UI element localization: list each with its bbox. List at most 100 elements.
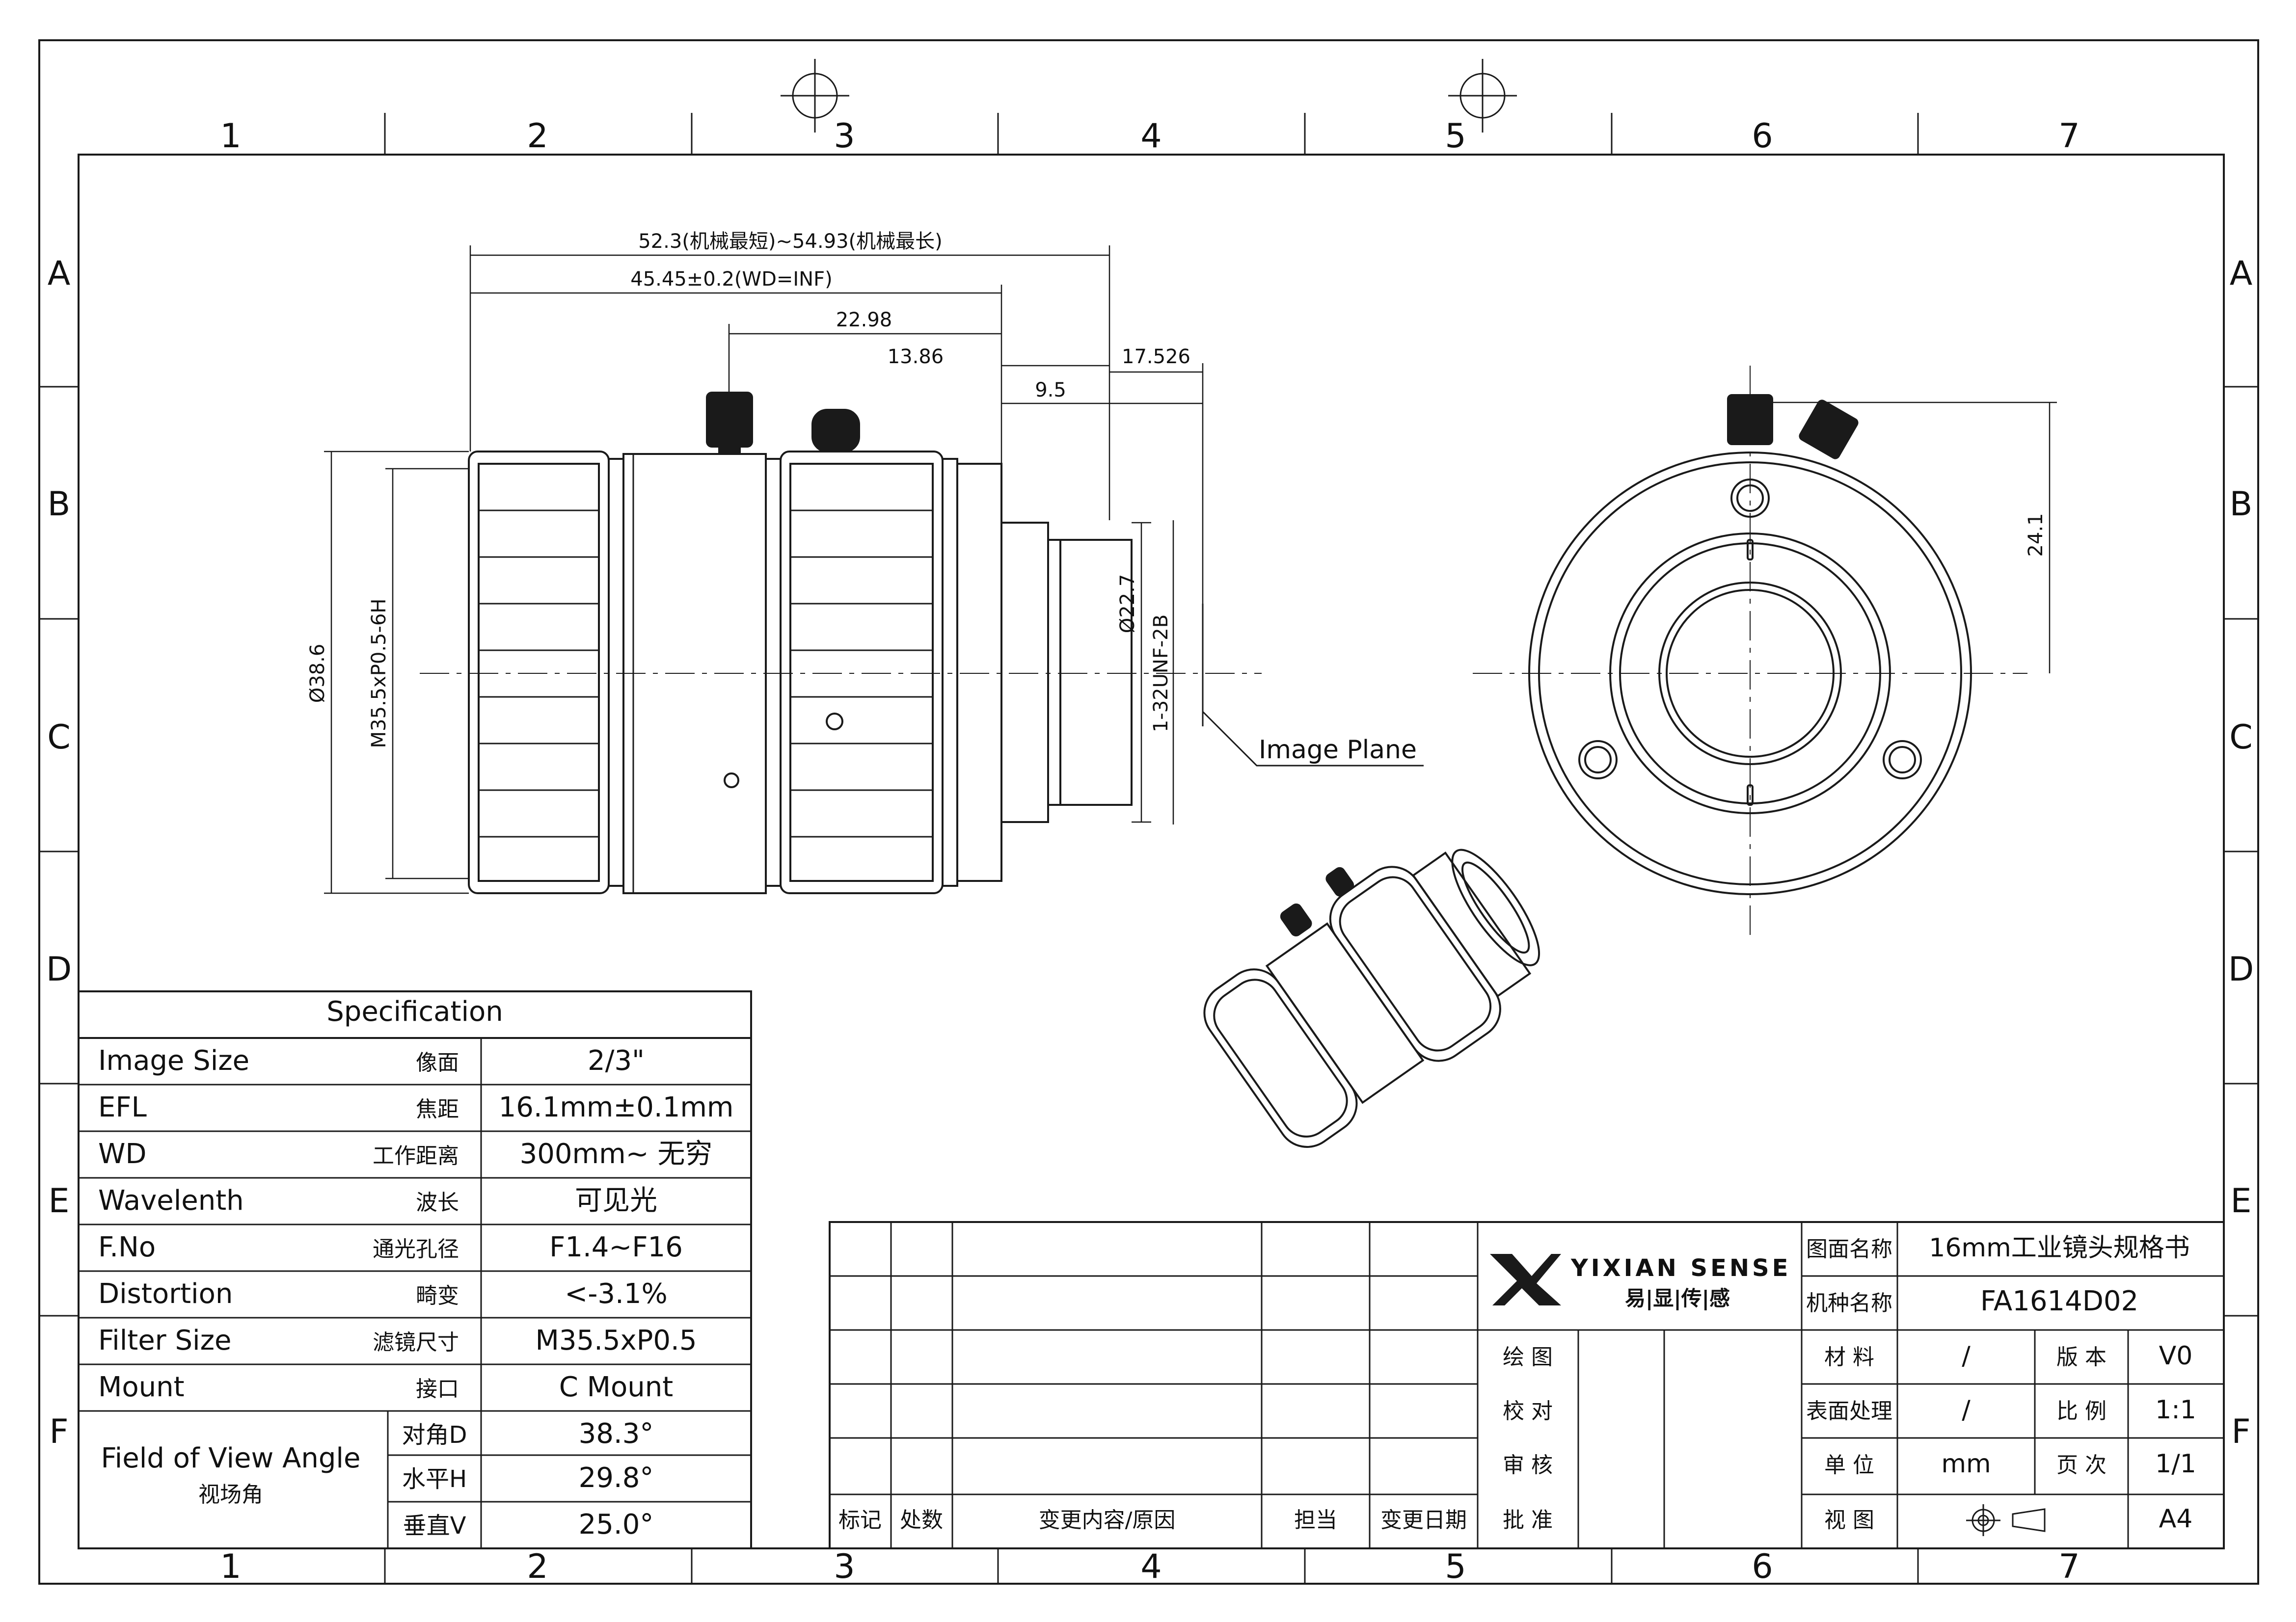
- page: 1/1: [2155, 1449, 2196, 1479]
- col-label-top: 4: [1140, 117, 1162, 156]
- row-label-right: C: [2229, 718, 2252, 757]
- lens-front-view: [1473, 366, 2027, 942]
- spec-en: Mount: [98, 1371, 185, 1403]
- spec-cn: 通光孔径: [373, 1237, 459, 1262]
- fov-value: 38.3°: [579, 1418, 654, 1450]
- lens-side-view: [420, 392, 1424, 894]
- col-label-bottom: 6: [1752, 1547, 1773, 1586]
- unit: mm: [1941, 1449, 1991, 1479]
- row-label-left: F: [49, 1412, 68, 1451]
- row-label-right: F: [2231, 1412, 2250, 1451]
- row-label-left: C: [47, 718, 70, 757]
- spec-cn: 工作距离: [373, 1143, 459, 1169]
- grid-labels: 1 2 3 4 5 6 7 1 2 3 4 5 6 7 A B C D E F …: [46, 117, 2254, 1586]
- spec-en: Distortion: [98, 1278, 233, 1310]
- spec-value: <-3.1%: [565, 1278, 667, 1310]
- dim-13-86: 13.86: [888, 346, 944, 368]
- model: FA1614D02: [1980, 1285, 2138, 1317]
- brand-name-cn: 易|显|传|感: [1625, 1286, 1730, 1310]
- spec-cn: 接口: [416, 1377, 459, 1402]
- header-date: 变更日期: [1380, 1508, 1467, 1533]
- col-label-bottom: 5: [1445, 1547, 1466, 1586]
- dim-mount-dia: Ø22.7: [1116, 574, 1139, 634]
- view-label: 视 图: [1824, 1508, 1874, 1533]
- dim-front-height: 24.1: [2025, 513, 2047, 557]
- spec-value: M35.5xP0.5: [536, 1325, 697, 1356]
- fov-sub-label: 对角D: [402, 1421, 467, 1449]
- dim-thread: M35.5xP0.5-6H: [368, 599, 390, 748]
- scale-label: 比 例: [2056, 1399, 2107, 1424]
- dim-17-526: 17.526: [1122, 346, 1190, 368]
- drawing-name-label: 图面名称: [1806, 1237, 1892, 1262]
- col-label-bottom: 7: [2058, 1547, 2080, 1586]
- fov-sub-label: 垂直V: [403, 1512, 466, 1540]
- row-label-left: A: [48, 254, 71, 293]
- spec-value: 2/3": [588, 1045, 645, 1077]
- front-screw-2: [1799, 399, 1859, 459]
- spec-title: Specification: [326, 996, 503, 1028]
- row-label-left: D: [46, 950, 72, 989]
- fov-label: Field of View Angle: [101, 1442, 361, 1474]
- spec-cn: 像面: [416, 1050, 459, 1075]
- fov-label-cn: 视场角: [198, 1482, 263, 1507]
- dimension-texts: 52.3(机械最短)~54.93(机械最长) 45.45±0.2(WD=INF)…: [306, 230, 2047, 765]
- spec-table: [78, 990, 752, 1549]
- header-content: 变更内容/原因: [1039, 1508, 1176, 1533]
- unit-label: 单 位: [1824, 1453, 1874, 1478]
- col-label-top: 6: [1752, 117, 1773, 156]
- surface-label: 表面处理: [1806, 1399, 1892, 1424]
- spec-table-text: Specification Image Size 像面 2/3" EFL 焦距 …: [98, 996, 733, 1541]
- iris-lock-screw: [811, 409, 860, 452]
- row-label-left: B: [48, 485, 71, 524]
- fov-sub-label: 水平H: [402, 1465, 467, 1493]
- spec-en: F.No: [98, 1231, 156, 1263]
- grid-ticks: [39, 113, 2258, 1584]
- header-owner: 担当: [1294, 1508, 1337, 1533]
- spec-en: Filter Size: [98, 1325, 231, 1356]
- spec-cn: 波长: [416, 1190, 459, 1215]
- fov-value: 25.0°: [579, 1509, 654, 1541]
- dim-overall: 52.3(机械最短)~54.93(机械最长): [638, 230, 943, 253]
- row-label-left: E: [49, 1182, 70, 1221]
- model-label: 机种名称: [1806, 1291, 1892, 1316]
- spec-cn: 焦距: [416, 1097, 459, 1122]
- col-label-top: 2: [527, 117, 548, 156]
- dim-length-inf: 45.45±0.2(WD=INF): [630, 268, 832, 291]
- material-label: 材 料: [1824, 1345, 1874, 1370]
- centering-mark-left: [781, 59, 849, 133]
- spec-value: 可见光: [575, 1185, 657, 1217]
- role-review: 审 核: [1503, 1453, 1553, 1478]
- header-count: 处数: [900, 1508, 943, 1533]
- material: /: [1962, 1341, 1971, 1371]
- spec-cn: 滤镜尺寸: [373, 1330, 459, 1355]
- row-label-right: D: [2228, 950, 2254, 989]
- role-draw: 绘 图: [1503, 1345, 1553, 1370]
- dim-diameter: Ø38.6: [306, 644, 329, 703]
- version-label: 版 本: [2056, 1345, 2107, 1370]
- image-plane-label: Image Plane: [1259, 735, 1417, 765]
- role-approve: 批 准: [1503, 1508, 1553, 1533]
- role-check: 校 对: [1503, 1399, 1553, 1424]
- spec-value: 16.1mm±0.1mm: [499, 1091, 734, 1123]
- drawing-name: 16mm工业镜头规格书: [1929, 1233, 2189, 1263]
- row-label-right: E: [2231, 1182, 2252, 1221]
- header-mark: 标记: [838, 1508, 882, 1533]
- col-label-top: 3: [834, 117, 855, 156]
- spec-en: Wavelenth: [98, 1185, 244, 1217]
- spec-value: F1.4~F16: [549, 1231, 683, 1263]
- version: V0: [2159, 1341, 2193, 1371]
- outer-frame: [38, 39, 2259, 1585]
- fov-value: 29.8°: [579, 1462, 654, 1494]
- brand-name: YIXIAN SENSE: [1570, 1254, 1791, 1282]
- col-label-top: 5: [1445, 117, 1466, 156]
- col-label-top: 7: [2058, 117, 2080, 156]
- surface: /: [1962, 1395, 1971, 1425]
- paper-size: A4: [2159, 1504, 2193, 1534]
- dim-9-5: 9.5: [1035, 379, 1066, 401]
- row-label-right: A: [2230, 254, 2253, 293]
- spec-cn: 畸变: [416, 1283, 459, 1308]
- dim-22-98: 22.98: [836, 309, 892, 331]
- scale: 1:1: [2155, 1395, 2196, 1425]
- focus-lock-screw: [706, 392, 753, 448]
- spec-value: C Mount: [559, 1371, 673, 1403]
